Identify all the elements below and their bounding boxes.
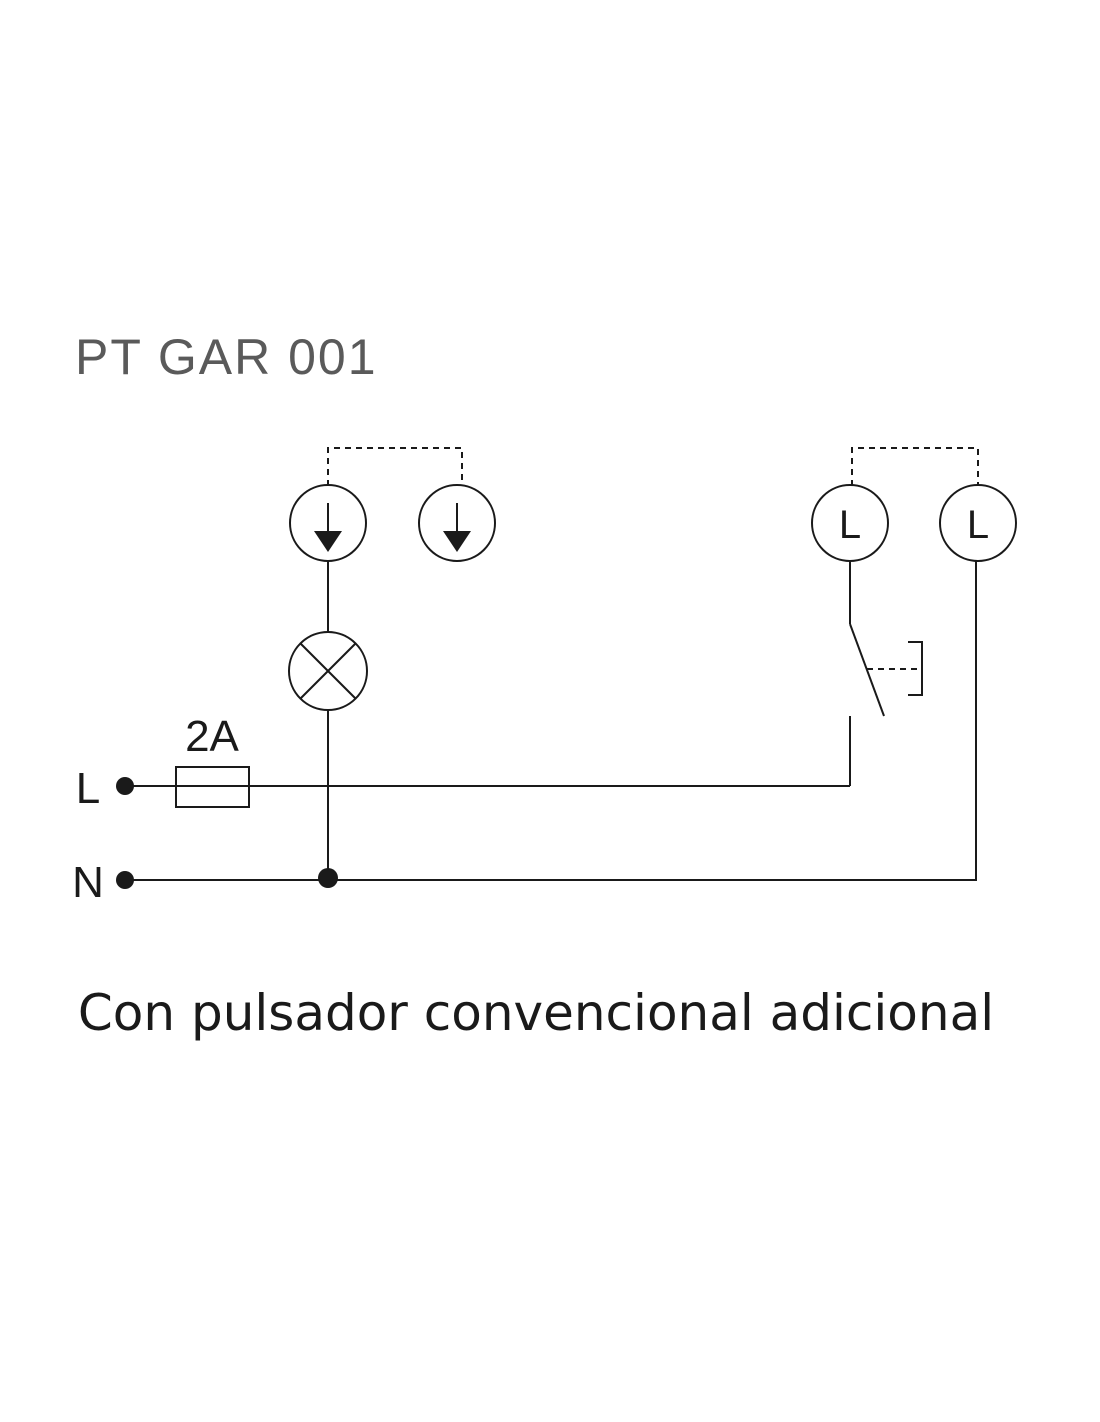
l-terminals-bridge bbox=[851, 447, 979, 486]
line-label: L bbox=[76, 764, 100, 813]
neutral-label: N bbox=[72, 858, 104, 907]
down-arrow-icon bbox=[443, 503, 471, 552]
down-arrow-icon bbox=[314, 503, 342, 552]
fuse-icon bbox=[175, 766, 250, 808]
fuse-rating-label: 2A bbox=[185, 712, 239, 761]
lamp-icon bbox=[288, 631, 368, 711]
arrow-terminals-bridge bbox=[327, 447, 463, 486]
arrow-terminal-2 bbox=[418, 484, 496, 562]
neutral-junction-dot bbox=[318, 868, 338, 888]
arrow-terminal-1 bbox=[289, 484, 367, 562]
push-button-switch-icon bbox=[849, 561, 923, 786]
l-terminal-1: L bbox=[811, 484, 889, 562]
line-terminal-dot bbox=[116, 777, 134, 795]
l-terminal-2: L bbox=[939, 484, 1017, 562]
diagram-caption: Con pulsador convencional adicional bbox=[78, 984, 994, 1042]
l-terminal-2-label: L bbox=[967, 503, 989, 547]
neutral-terminal-dot bbox=[116, 871, 134, 889]
l-terminal-1-label: L bbox=[839, 503, 861, 547]
diagram-title: PT GAR 001 bbox=[75, 329, 378, 385]
neutral-wire bbox=[125, 561, 977, 881]
